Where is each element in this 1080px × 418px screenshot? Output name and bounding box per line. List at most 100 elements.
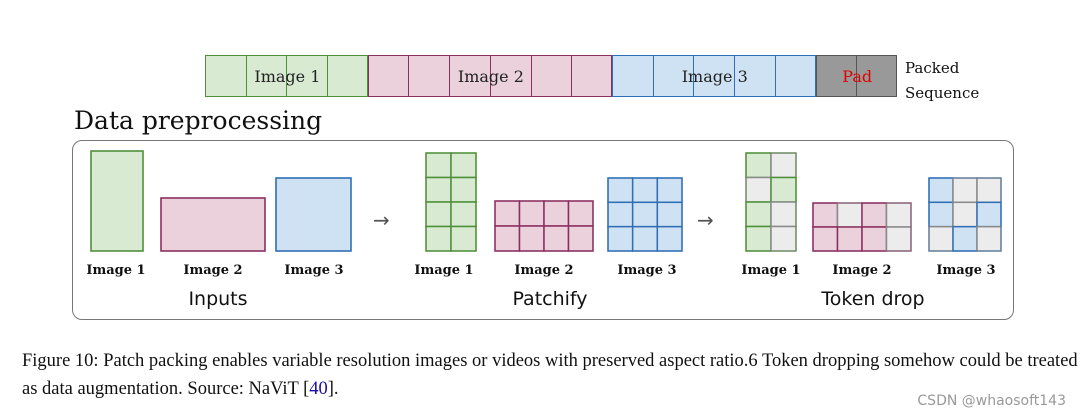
dropped-patch (836, 202, 863, 228)
patch (518, 225, 545, 252)
patch (494, 225, 521, 252)
dropped-patch (770, 201, 797, 228)
packed-cell-divider (286, 56, 288, 96)
packed-sequence-strip: Image 1 Image 2 Image 3 Pad (205, 55, 897, 97)
patch (631, 225, 659, 252)
dropped-patch (976, 225, 1002, 252)
packed-cell-divider (693, 56, 695, 96)
packed-sequence-caption: Packed Sequence (905, 56, 979, 106)
dropped-patch (952, 177, 978, 204)
patch (450, 152, 477, 179)
section-title: Data preprocessing (74, 106, 323, 135)
arrow-icon: → (697, 208, 714, 232)
figure-caption: Figure 10: Patch packing enables variabl… (22, 347, 1080, 403)
patch (861, 226, 888, 252)
packed-segment-pad: Pad (815, 55, 897, 97)
stage-title: Patchify (512, 288, 587, 310)
patch-grid-outline (607, 177, 683, 252)
patch-grid-outline (425, 152, 477, 252)
input-image-2 (160, 197, 266, 252)
patch (745, 201, 772, 228)
packed-cell-divider (327, 56, 329, 96)
patch (425, 176, 452, 203)
packed-segment-label: Pad (842, 67, 873, 86)
image-label: Image 3 (284, 263, 343, 278)
patch (543, 200, 570, 227)
packed-cell-divider (652, 56, 654, 96)
packed-cell-divider (449, 56, 451, 96)
packed-segment-image-1: Image 1 (205, 55, 368, 97)
caption-text: Figure 10: Patch packing enables variabl… (22, 351, 1078, 399)
image-label: Image 2 (514, 263, 573, 278)
packed-cell-divider (774, 56, 776, 96)
citation-link[interactable]: 40 (309, 379, 328, 399)
patch (450, 176, 477, 203)
preprocessing-panel: Image 1 Image 2 Image 3 Inputs Image 1 Image … (72, 140, 1014, 320)
patch (745, 152, 772, 179)
patch (607, 201, 634, 228)
patch-grid-outline (928, 177, 1002, 252)
image-label: Image 3 (617, 263, 676, 278)
patch (425, 225, 452, 252)
packed-cell-divider (571, 56, 573, 96)
patch (656, 177, 683, 204)
input-image-3 (275, 177, 352, 252)
preprocessing-diagram: Image 1 Image 2 Image 3 Inputs Image 1 Image … (86, 150, 1002, 310)
patch (543, 225, 570, 252)
image-label: Image 1 (86, 263, 145, 278)
packed-cell-divider (489, 56, 491, 96)
dropped-patch (745, 176, 772, 203)
dropped-patch (885, 226, 912, 252)
patch (656, 201, 683, 228)
packed-segment-image-2: Image 2 (367, 55, 612, 97)
patch (812, 202, 839, 228)
patch (861, 202, 888, 228)
patch-grid-outline (494, 200, 594, 252)
packed-caption-line2: Sequence (905, 84, 980, 102)
dropped-patch (770, 152, 797, 179)
patch (607, 177, 634, 204)
patch (656, 225, 683, 252)
patch (770, 176, 797, 203)
patch (631, 201, 659, 228)
patch (425, 152, 452, 179)
image-label: Image 1 (414, 263, 473, 278)
image-label: Image 2 (183, 263, 242, 278)
packed-segment-label: Image 3 (681, 67, 748, 86)
arrow-icon: → (373, 208, 390, 232)
packed-cell-divider (530, 56, 532, 96)
caption-end: ]. (327, 379, 339, 399)
packed-cell-divider (856, 56, 858, 96)
dropped-patch (885, 202, 912, 228)
patch-grid-outline (745, 152, 797, 252)
patch (745, 225, 772, 252)
patch (425, 201, 452, 228)
input-image-1 (90, 150, 144, 252)
dropped-patch (976, 177, 1002, 204)
patch (518, 200, 545, 227)
patch (836, 226, 863, 252)
packed-segment-label: Image 2 (457, 67, 524, 86)
patch (976, 201, 1002, 228)
patch (450, 225, 477, 252)
patch (607, 225, 634, 252)
dropped-patch (770, 225, 797, 252)
patch (567, 200, 594, 227)
patch (567, 225, 594, 252)
patch (928, 201, 954, 228)
watermark: CSDN @whaosoft143 (917, 393, 1066, 409)
patch (494, 200, 521, 227)
dropped-patch (928, 225, 954, 252)
packed-cell-divider (408, 56, 410, 96)
patch (450, 201, 477, 228)
patch (812, 226, 839, 252)
packed-cell-divider (734, 56, 736, 96)
packed-cell-divider (245, 56, 247, 96)
patch (631, 177, 659, 204)
packed-segment-image-3: Image 3 (612, 55, 816, 97)
patch (928, 177, 954, 204)
stage-title: Token drop (820, 288, 924, 310)
image-label: Image 3 (936, 263, 995, 278)
stage-title: Inputs (188, 288, 247, 310)
packed-segment-label: Image 1 (254, 67, 321, 86)
